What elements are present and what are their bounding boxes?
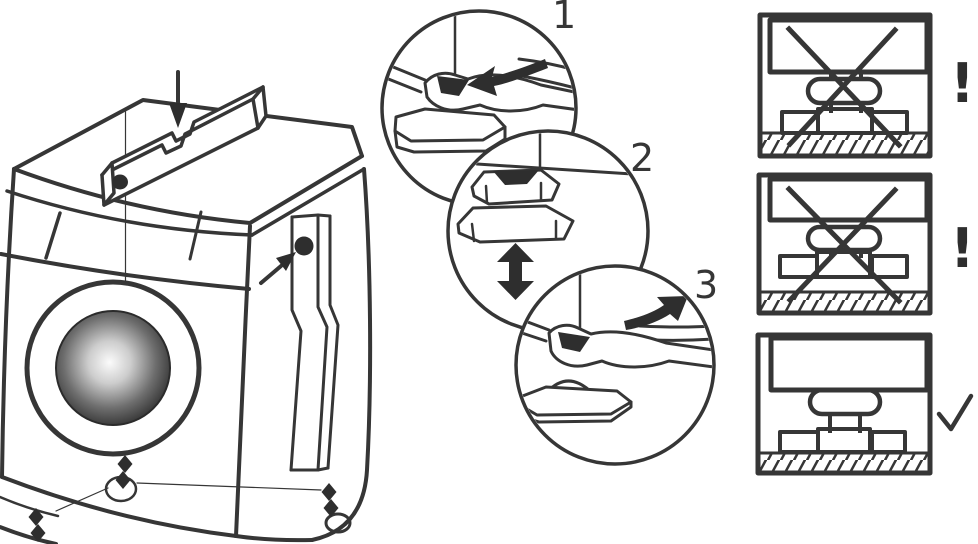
clockwise-arrow-icon	[624, 296, 688, 330]
down-arrow-icon	[169, 70, 187, 128]
step-1-detail-loosen-locknut	[380, 9, 578, 207]
counterclockwise-arrow-icon	[467, 59, 548, 96]
placement-correct	[755, 332, 933, 476]
locknut	[558, 332, 590, 352]
control-panel-divider	[44, 211, 62, 260]
washing-machine-illustration	[0, 70, 373, 544]
floor-hatch	[761, 293, 928, 312]
step-number-1: 1	[552, 0, 577, 37]
warning-exclamation: !	[950, 52, 975, 115]
control-panel-divider	[188, 210, 203, 261]
placement-wrong-on-blocks	[757, 12, 933, 159]
rear-foot	[324, 512, 352, 534]
pointer-arrow-icon	[259, 252, 296, 285]
spirit-level	[100, 85, 268, 207]
floor-hatch	[760, 454, 928, 472]
step-number-3: 3	[694, 263, 719, 307]
cross-out-icon	[785, 25, 903, 149]
floor-hatch	[762, 134, 928, 154]
cross-out-icon	[785, 185, 903, 305]
up-down-arrow-icon	[497, 243, 534, 300]
check-icon	[936, 393, 974, 432]
double-diamond-icon	[28, 455, 339, 542]
warning-exclamation: !	[950, 217, 975, 280]
locknut-hex	[470, 168, 561, 206]
level-bubble-dot	[112, 174, 128, 190]
side-panel-dot	[294, 236, 314, 256]
door-glass-drum	[55, 310, 171, 426]
side-trim-strip	[289, 213, 340, 472]
foot-base	[393, 107, 507, 143]
wrench-icon	[547, 323, 712, 369]
foot-locknut	[807, 387, 883, 417]
placement-wrong-foot-hanging	[756, 172, 933, 316]
step-number-2: 2	[630, 136, 655, 180]
step-3-detail-tighten-locknut	[514, 264, 716, 466]
foot-hex	[456, 204, 575, 244]
foot-position-markers	[28, 455, 339, 542]
locknut	[437, 76, 469, 96]
foot-locknut	[805, 76, 883, 106]
machine-body	[0, 98, 373, 544]
foot-base	[518, 385, 633, 417]
